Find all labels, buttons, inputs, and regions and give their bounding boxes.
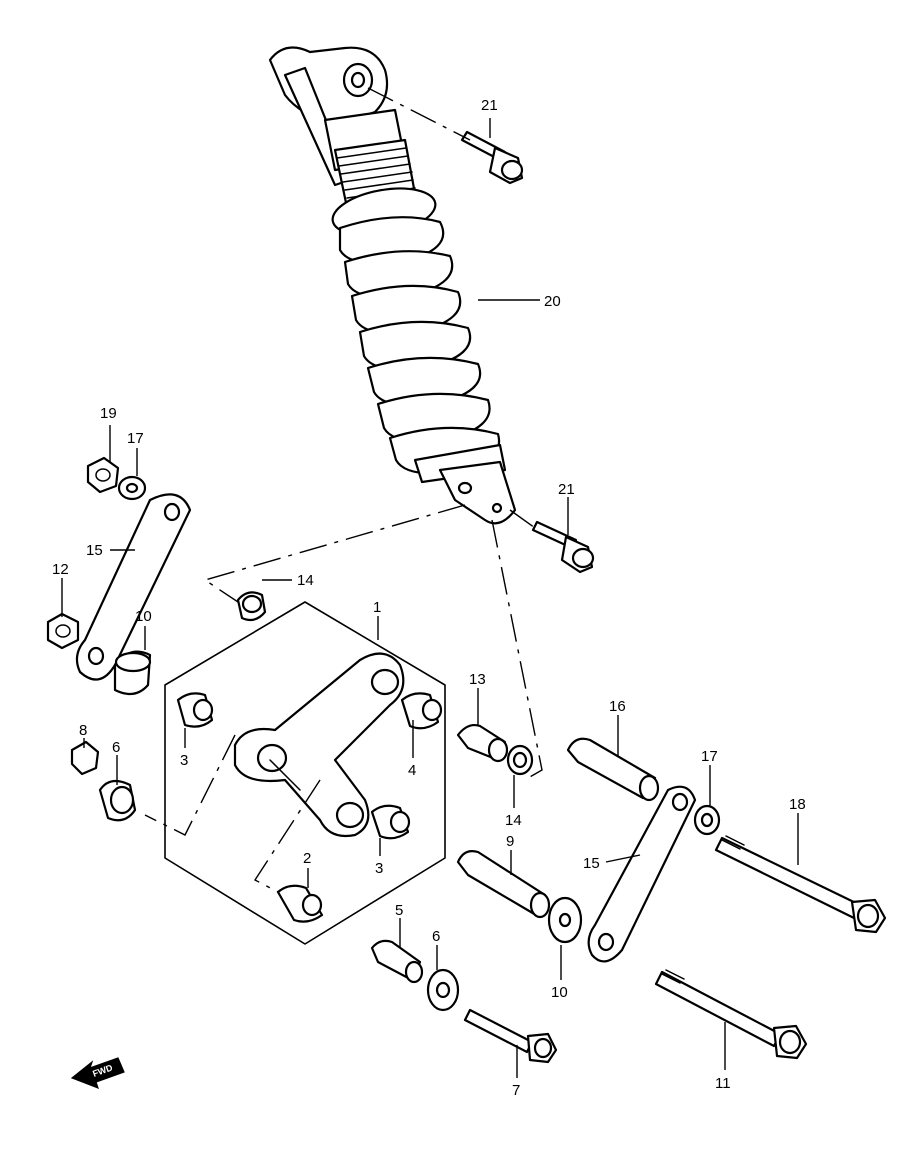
callout-14-lower: 14 (505, 812, 522, 829)
callout-18: 18 (789, 796, 806, 813)
callout-numbers: 21 20 21 19 17 15 12 10 14 1 8 6 3 4 3 2… (52, 97, 806, 1099)
callout-19: 19 (100, 405, 117, 422)
spacer-5 (370, 939, 424, 984)
callout-10-right: 10 (551, 984, 568, 1001)
callout-11: 11 (715, 1075, 731, 1092)
assembly-reference-lines (144, 87, 543, 893)
callout-8: 8 (79, 722, 87, 739)
callout-14-upper: 14 (297, 572, 314, 589)
callout-15-left: 15 (86, 542, 103, 559)
callout-17-left: 17 (127, 430, 144, 447)
leader-lines (61, 118, 799, 1078)
callout-15-right: 15 (583, 855, 600, 872)
sleeve-9 (456, 850, 551, 919)
link-rod-15-right (587, 785, 697, 963)
callout-7: 7 (512, 1082, 520, 1099)
callout-21-upper: 21 (481, 97, 498, 114)
callout-9: 9 (506, 833, 514, 850)
bearing-6-left (98, 779, 137, 822)
lower-shock-bolt (531, 520, 595, 574)
rear-shock-absorber (268, 46, 517, 525)
callout-13: 13 (469, 671, 486, 688)
bolt-18 (714, 835, 887, 934)
callout-6-right: 6 (432, 928, 440, 945)
sleeve-16 (566, 737, 660, 802)
bolt-11 (654, 969, 808, 1060)
seal-14-lower (506, 744, 534, 776)
callout-3-upper: 3 (180, 752, 188, 769)
spacer-13 (456, 723, 509, 763)
callout-16: 16 (609, 698, 626, 715)
washer-17-right (693, 804, 721, 836)
nut-19 (86, 456, 120, 494)
seal-14-upper (236, 591, 267, 622)
nut-8 (70, 740, 100, 776)
spacer-10-left (113, 650, 152, 696)
bearing-6-right (426, 968, 460, 1012)
washer-17-left (117, 475, 147, 501)
forward-direction-arrow: FWD (70, 1057, 125, 1090)
callout-4: 4 (408, 762, 416, 779)
callout-20: 20 (544, 293, 561, 310)
callout-1: 1 (373, 599, 381, 616)
callout-5: 5 (395, 902, 403, 919)
callout-17-right: 17 (701, 748, 718, 765)
callout-10-left: 10 (135, 608, 152, 625)
callout-12: 12 (52, 561, 69, 578)
nut-12 (46, 612, 80, 650)
callout-21-lower: 21 (558, 481, 575, 498)
bolt-7 (463, 1008, 558, 1064)
spacer-10-right (547, 896, 583, 944)
upper-shock-bolt (460, 130, 524, 185)
callout-3-lower: 3 (375, 860, 383, 877)
cushion-lever-assembly (164, 601, 446, 945)
link-rod-15-left (75, 493, 192, 681)
callout-2: 2 (303, 850, 311, 867)
callout-6-left: 6 (112, 739, 120, 756)
